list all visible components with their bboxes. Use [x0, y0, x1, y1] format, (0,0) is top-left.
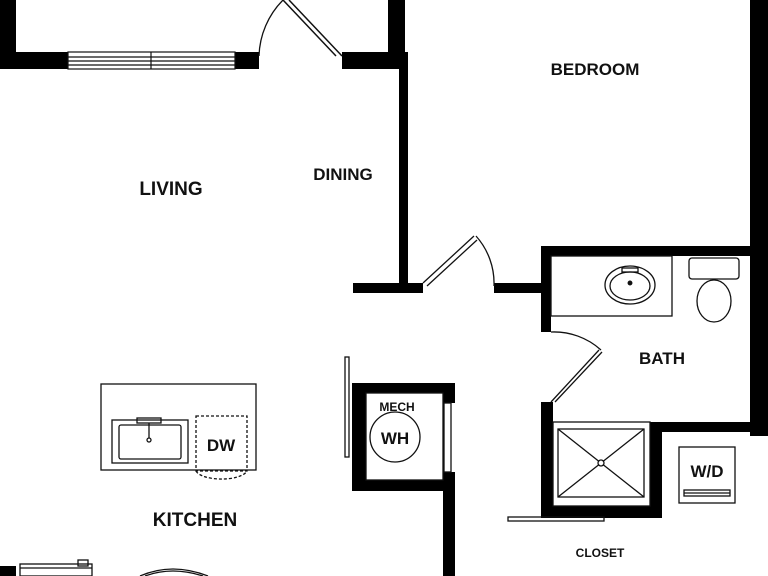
- wall-shower-right: [650, 422, 662, 518]
- wall-shower-bottom: [541, 506, 658, 518]
- bedroom-door: [422, 235, 495, 287]
- wall-bath-left-lower: [541, 402, 553, 518]
- label-living: LIVING: [139, 179, 202, 200]
- entry-door: [258, 0, 343, 57]
- bath-door: [550, 331, 603, 403]
- wall-living-top-mid: [235, 52, 259, 69]
- toilet: [688, 257, 740, 323]
- wall-bedroom-left: [399, 52, 408, 292]
- wall-mech-right-stub: [443, 383, 455, 403]
- label-bath: BATH: [639, 349, 685, 368]
- water-heater: [365, 392, 444, 481]
- vanity-sink: [604, 265, 656, 305]
- label-washer-dryer: W/D: [690, 462, 723, 481]
- wall-bath-top: [541, 246, 768, 256]
- kitchen-sink: [111, 417, 189, 464]
- refrigerator: [139, 568, 209, 576]
- wall-bedroom-bottom-left: [353, 283, 423, 293]
- label-dining: DINING: [313, 165, 373, 184]
- kitchen-island: [100, 383, 257, 471]
- wall-living-top-left: [0, 52, 68, 69]
- vanity: [550, 255, 673, 317]
- dishwasher: [195, 415, 248, 480]
- label-water-heater: WH: [381, 429, 409, 448]
- label-mech: MECH: [379, 400, 414, 414]
- wall-mech-right-lower: [443, 472, 455, 576]
- label-closet: CLOSET: [576, 546, 625, 560]
- label-bedroom: BEDROOM: [551, 60, 640, 79]
- closet-door: [507, 516, 605, 522]
- wall-bath-right: [750, 246, 768, 436]
- wall-mech-top: [352, 383, 455, 393]
- wall-laundry-top: [650, 422, 768, 432]
- wall-bedroom-right: [750, 0, 768, 256]
- range: [19, 559, 93, 576]
- label-kitchen: KITCHEN: [153, 510, 237, 531]
- mech-door-right: [443, 402, 452, 473]
- wall-left-upper: [0, 0, 16, 68]
- wall-mech-left: [352, 383, 366, 491]
- window-living: [67, 51, 236, 70]
- mech-door: [344, 356, 350, 458]
- washer-dryer: [678, 446, 736, 504]
- wall-kitchen-bottom-left: [0, 566, 16, 576]
- label-dishwasher: DW: [207, 436, 236, 455]
- wall-mech-bottom: [352, 480, 455, 491]
- wall-bedroom-bottom-right: [494, 283, 550, 293]
- wall-closet-top-right: [388, 0, 405, 68]
- shower: [552, 421, 651, 507]
- wall-bath-left-upper: [541, 246, 551, 332]
